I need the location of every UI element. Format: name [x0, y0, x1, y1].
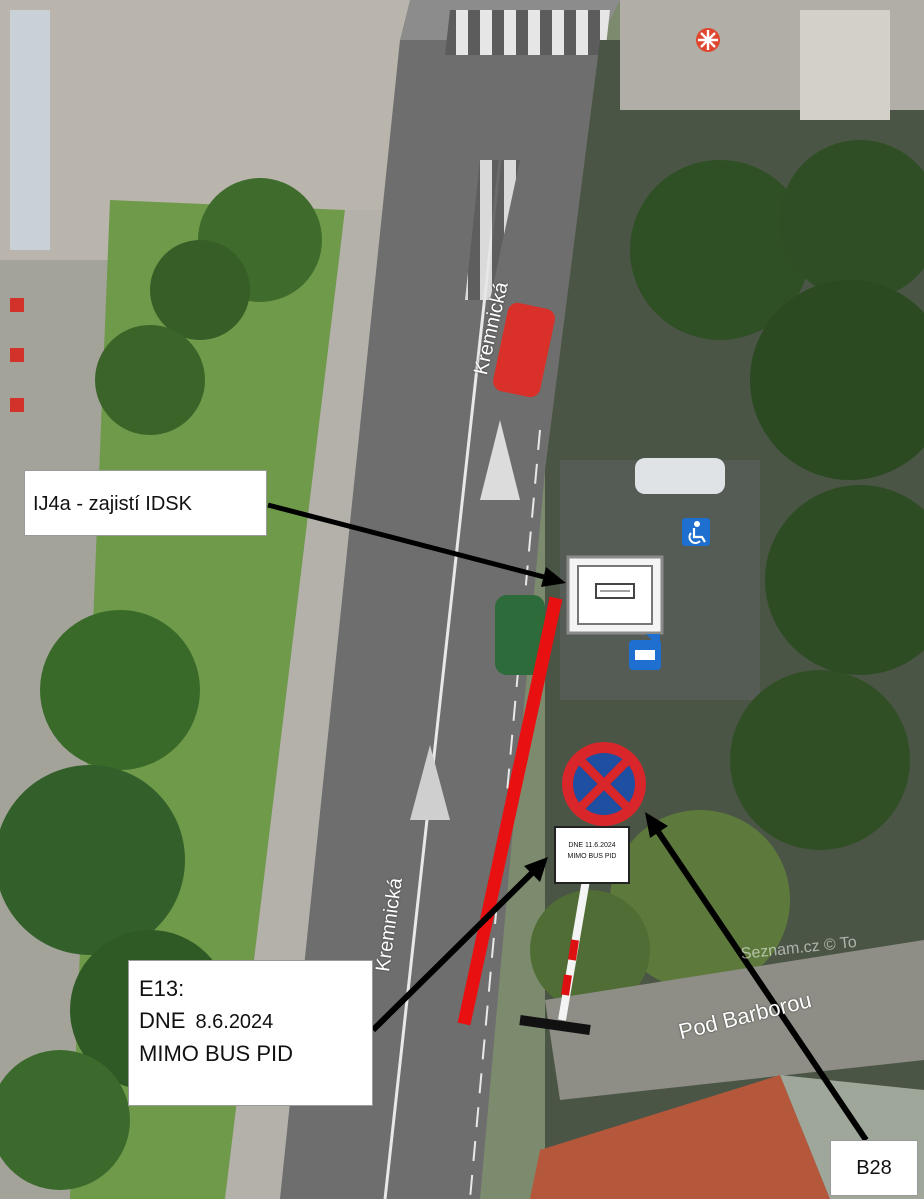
- road-arrow: [480, 420, 520, 500]
- no-stopping-sign-icon: [562, 742, 646, 826]
- e13-date-line: DNE 8.6.2024: [139, 1005, 372, 1038]
- tree: [765, 485, 924, 675]
- callout-no-stopping-sign: B28: [830, 1140, 918, 1196]
- tree: [530, 890, 650, 1010]
- pole-stripe: [568, 939, 579, 961]
- poi-marker-icon: [10, 398, 24, 412]
- plate-line-2: MIMO BUS PID: [567, 853, 617, 860]
- wheelchair-parking-icon: [682, 518, 710, 546]
- road-sidewalk: [225, 210, 400, 1199]
- car-white: [635, 458, 725, 494]
- callout-supplementary-plate: E13: DNE 8.6.2024 MIMO BUS PID: [128, 960, 373, 1106]
- pod-barborou-street: [545, 940, 924, 1100]
- arrow-to-supplementary-plate: [370, 857, 548, 1033]
- tree: [0, 765, 185, 955]
- arrow-to-bus-stop-sign: [267, 502, 566, 587]
- restriction-line: [457, 596, 563, 1026]
- zebra-crossing: [445, 10, 610, 55]
- supplementary-plate: DNE 11.6.2024 MIMO BUS PID: [554, 826, 630, 884]
- tree: [40, 610, 200, 770]
- tree: [150, 240, 250, 340]
- paved-area: [800, 10, 890, 120]
- poi-marker-icon: [10, 298, 24, 312]
- building-red-roof: [530, 1075, 830, 1199]
- pole-stripe: [561, 974, 572, 996]
- tree: [730, 670, 910, 850]
- e13-date: 8.6.2024: [195, 1011, 274, 1033]
- bus-stop-sign-icon: [566, 555, 664, 635]
- poi-marker-icon: [10, 348, 24, 362]
- lane-line: [383, 159, 502, 1199]
- tree: [95, 325, 205, 435]
- hatched-divider: [465, 160, 520, 300]
- tree: [610, 810, 790, 990]
- car-red: [493, 302, 555, 398]
- e13-code: E13:: [139, 976, 185, 1001]
- plate-line-1: DNE 11.6.2024: [568, 842, 616, 849]
- road-arrow: [410, 745, 450, 820]
- arrow-to-no-stopping-sign: [645, 812, 869, 1142]
- tree: [630, 160, 810, 340]
- restriction-end-mark: [519, 1015, 591, 1035]
- building-roof: [10, 10, 50, 250]
- poi-marker-icon: [696, 28, 720, 52]
- tree: [750, 280, 924, 480]
- e13-note: MIMO BUS PID: [139, 1041, 294, 1066]
- e13-dne: DNE: [139, 1008, 186, 1033]
- car-green: [495, 595, 545, 675]
- tree: [0, 1050, 130, 1190]
- bus-stop-map-icon: [629, 634, 661, 670]
- tree: [780, 140, 924, 300]
- callout-bus-stop-sign: IJ4a - zajistí IDSK: [24, 470, 267, 536]
